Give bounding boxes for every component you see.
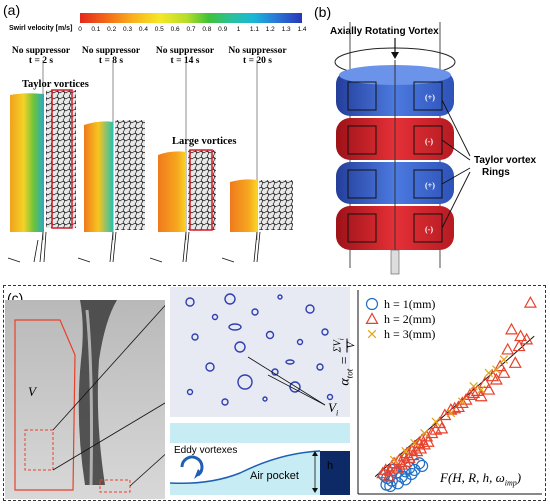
panel-b-diagram — [334, 22, 471, 275]
colorbar-tick: 0 — [78, 26, 82, 33]
scatter-plot: h = 1(mm)h = 2(mm)h = 3(mm) — [357, 290, 542, 495]
legend-label: h = 3(mm) — [384, 327, 435, 341]
panel-b-title: Axially Rotating Vortex — [330, 26, 439, 37]
data-point — [408, 463, 421, 477]
data-point — [402, 451, 416, 463]
data-point — [512, 339, 526, 352]
data-point — [467, 386, 481, 399]
colorbar-tick: 1.4 — [297, 26, 307, 33]
bubble-volume-label: Vi — [328, 400, 339, 418]
cell-sign-2: (-) — [425, 137, 433, 146]
colorbar-tick: 0.3 — [123, 26, 133, 33]
cell-sign-4: (-) — [425, 225, 433, 234]
data-point — [421, 435, 435, 447]
x-axis-label: F(H, R, h, ωimp) — [440, 470, 522, 488]
colorbar-tick: 0.5 — [154, 26, 164, 33]
legend-marker — [365, 312, 379, 325]
data-point — [523, 295, 537, 308]
cell-sign-1: (+) — [425, 93, 435, 102]
data-point — [406, 448, 420, 461]
data-point — [469, 382, 478, 391]
data-point — [501, 342, 515, 355]
colorbar — [80, 13, 302, 23]
panel-a-label: (a) — [3, 2, 21, 18]
panel-b-label: (b) — [314, 4, 332, 20]
eddy-label: Eddy vortexes — [174, 445, 238, 456]
data-point — [389, 455, 399, 465]
data-point — [401, 446, 410, 456]
annotation-large-vortices: Large vortices — [172, 136, 237, 147]
legend-marker — [365, 297, 379, 311]
colorbar-tick: 1.1 — [249, 26, 259, 33]
data-point — [431, 417, 441, 427]
bubbles-inset — [170, 287, 350, 417]
legend-label: h = 1(mm) — [384, 297, 435, 311]
data-point — [497, 366, 511, 378]
data-point — [412, 457, 426, 470]
data-point — [492, 365, 501, 374]
air-pocket-label: Air pocket — [250, 470, 299, 482]
data-point — [484, 368, 494, 378]
panel-c-photo — [5, 300, 165, 499]
data-point — [405, 467, 418, 481]
colorbar-tick: 0.9 — [218, 26, 228, 33]
data-point — [446, 408, 456, 418]
legend-label: h = 2(mm) — [384, 312, 435, 326]
data-point — [474, 389, 488, 402]
data-point — [420, 429, 434, 442]
data-point — [410, 444, 424, 457]
data-point — [435, 421, 449, 434]
fit-line — [374, 335, 535, 477]
data-point — [391, 461, 405, 474]
data-point — [520, 332, 534, 345]
data-point — [489, 372, 503, 385]
data-point — [420, 428, 429, 438]
data-point — [476, 385, 486, 394]
data-point — [398, 455, 412, 467]
volume-label: V — [28, 384, 36, 399]
panel-c-frame — [3, 285, 546, 501]
colorbar-tick: 0.4 — [138, 26, 148, 33]
h-label: h — [327, 460, 334, 472]
data-point — [457, 397, 467, 406]
data-point — [493, 359, 507, 372]
data-point — [482, 382, 496, 395]
data-point — [425, 426, 439, 439]
colorbar-ticks: 0 0.1 0.2 0.3 0.4 0.5 0.6 0.7 0.8 0.9 1 1.1 1.2 1.3 1.… — [78, 26, 306, 36]
panel-a-simulation — [7, 60, 293, 263]
data-point — [508, 356, 522, 368]
colorbar-tick: 1 — [236, 26, 241, 33]
data-point — [414, 441, 428, 454]
annotation-taylor-vortices: Taylor vortices — [22, 79, 89, 90]
colorbar-label: Swirl velocity [m/s] — [9, 25, 73, 32]
colorbar-tick: 1.3 — [281, 26, 291, 33]
colorbar-tick: 0.8 — [202, 26, 212, 33]
data-point — [514, 329, 528, 342]
data-point — [478, 376, 492, 388]
colorbar-tick: 1.2 — [265, 26, 275, 33]
data-point — [376, 466, 390, 479]
data-point — [410, 438, 419, 448]
colorbar-tick: 0.1 — [91, 26, 101, 33]
data-point — [417, 437, 431, 450]
data-point — [395, 457, 409, 470]
data-point — [499, 355, 509, 364]
colorbar-tick: 0.7 — [186, 26, 196, 33]
colorbar-tick: 0.6 — [170, 26, 180, 33]
eddy-inset — [170, 423, 350, 495]
data-point — [504, 322, 519, 335]
legend-marker — [367, 329, 377, 339]
data-point — [416, 459, 429, 473]
data-point — [451, 400, 465, 413]
data-point — [455, 396, 469, 409]
cell-sign-3: (+) — [425, 181, 435, 190]
colorbar-tick: 0.2 — [107, 26, 117, 33]
